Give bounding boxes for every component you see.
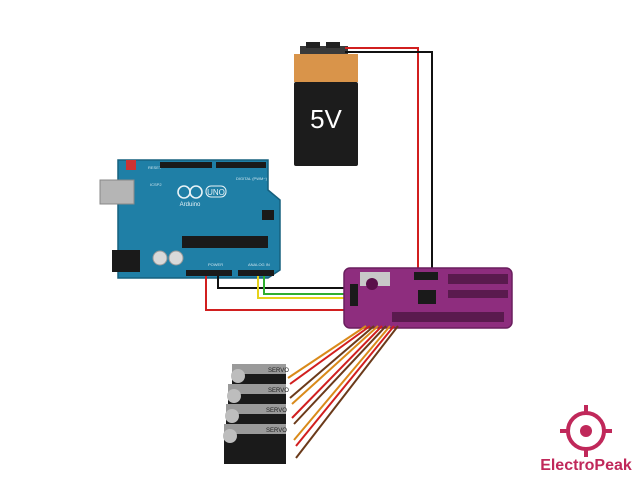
arduino-logo-text: Arduino: [180, 202, 201, 208]
servo-2-label: SERVO: [268, 388, 289, 394]
brand-name: ElectroPeak: [540, 457, 632, 474]
power-label: POWER: [208, 262, 223, 267]
battery-5v: 5V: [294, 42, 358, 166]
servo-1-label: SERVO: [268, 368, 289, 374]
electropeak-logo: ElectroPeak: [540, 405, 632, 474]
icsp-label: ICSP2: [150, 182, 162, 187]
servo-ribbon-wires: [287, 325, 399, 459]
servo-3-label: SERVO: [266, 408, 287, 414]
i2c-power-wires: [205, 276, 351, 311]
arduino-uno-board: RESET DIGITAL (PWM~) ICSP2 Arduino UNO P…: [99, 159, 281, 279]
battery-wires: [345, 47, 433, 274]
servo-4-label: SERVO: [266, 428, 287, 434]
pwm-servo-driver-board: [343, 267, 513, 329]
digital-label: DIGITAL (PWM~): [236, 176, 268, 181]
analog-label: ANALOG IN: [248, 262, 270, 267]
battery-label: 5V: [310, 104, 342, 134]
servo-stack: SERVO SERVO SERVO SERVO: [223, 364, 289, 464]
reset-label: RESET: [148, 165, 162, 170]
arduino-model-label: UNO: [207, 188, 225, 197]
